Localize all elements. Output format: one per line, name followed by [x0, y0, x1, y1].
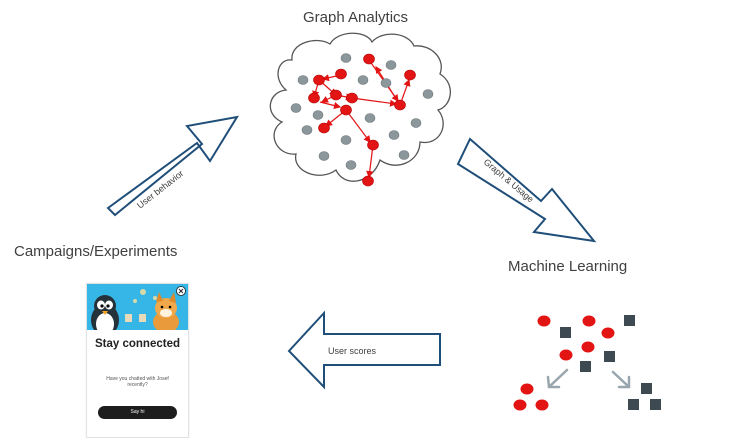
user-behavior-label: User behavior: [135, 168, 185, 210]
red-node: [313, 74, 325, 86]
ml-split-arrow-right: [611, 370, 630, 388]
gray-node: [385, 60, 397, 70]
ml-red-dot: [582, 315, 596, 327]
gray-node: [301, 125, 313, 135]
campaigns-experiments-title: Campaigns/Experiments: [14, 243, 178, 260]
gray-node: [422, 89, 434, 99]
gray-node: [312, 110, 324, 120]
gray-node: [340, 53, 352, 63]
graph-edges: [312, 59, 411, 179]
ml-dark-square: [604, 351, 615, 362]
ml-dark-square: [624, 315, 635, 326]
red-node: [363, 53, 375, 65]
red-node: [346, 92, 358, 104]
gray-node: [398, 150, 410, 160]
machine-learning-icon: [513, 315, 661, 411]
graph-cloud-shape: [269, 32, 451, 182]
ml-dark-square: [650, 399, 661, 410]
campaign-banner-illustration: [91, 286, 186, 336]
red-node: [340, 104, 352, 116]
graph-usage-label: Graph & Usage: [482, 157, 536, 205]
red-node: [404, 69, 416, 81]
ml-dark-square: [560, 327, 571, 338]
campaign-phone-card: Stay connected Have you chatted with Jos…: [86, 283, 189, 438]
ml-dark-square: [628, 399, 639, 410]
ml-red-dot: [537, 315, 551, 327]
gray-node: [340, 135, 352, 145]
red-node: [330, 89, 342, 101]
gray-node: [297, 75, 309, 85]
penguin-icon: [91, 295, 119, 336]
ml-red-dot: [513, 399, 527, 411]
say-hi-button[interactable]: Say hi: [98, 406, 177, 419]
user-behavior-arrow: User behavior: [106, 115, 240, 217]
red-node: [335, 68, 347, 80]
user-scores-label: User scores: [328, 346, 377, 356]
ml-red-dot: [520, 383, 534, 395]
gray-node: [318, 151, 330, 161]
campaign-banner: [87, 284, 188, 336]
red-node: [394, 99, 406, 111]
ml-dark-square: [641, 383, 652, 394]
ml-dark-square: [580, 361, 591, 372]
ml-red-dot: [601, 327, 615, 339]
fox-icon: [153, 292, 179, 333]
graph-red-nodes: [308, 53, 416, 187]
ml-red-dot: [581, 341, 595, 353]
graph-usage-arrow: Graph & Usage: [456, 137, 597, 243]
close-icon[interactable]: [176, 286, 186, 296]
gray-node: [380, 78, 392, 88]
stay-connected-title: Stay connected: [95, 338, 180, 350]
graph-analytics-title: Graph Analytics: [303, 9, 409, 26]
gray-node: [364, 113, 376, 123]
gray-node: [345, 160, 357, 170]
red-node: [367, 139, 379, 151]
machine-learning-title: Machine Learning: [508, 258, 628, 275]
stay-connected-subtitle: Have you chatted with Josef recently?: [106, 376, 169, 388]
ml-split-arrow-left: [548, 368, 569, 388]
user-scores-arrow: User scores: [287, 310, 441, 390]
ml-red-dot: [559, 349, 573, 361]
red-node: [318, 122, 330, 134]
graph-gray-nodes: [290, 53, 434, 170]
red-node: [362, 175, 374, 187]
gray-node: [357, 75, 369, 85]
gray-node: [410, 118, 422, 128]
ml-red-dot: [535, 399, 549, 411]
red-node: [308, 92, 320, 104]
gray-node: [388, 130, 400, 140]
gray-node: [290, 103, 302, 113]
